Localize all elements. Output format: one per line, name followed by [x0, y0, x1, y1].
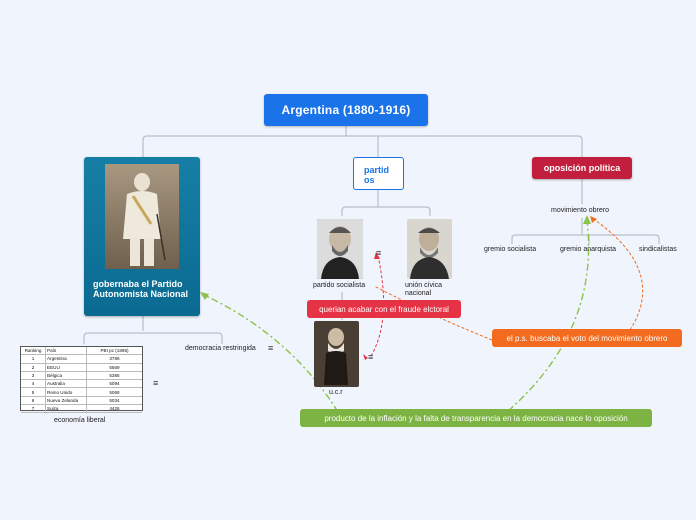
oposicion-label: oposición política: [543, 163, 621, 173]
union-civica-line2: nacional: [405, 290, 432, 297]
green-arrow-to-card: [201, 293, 339, 413]
gremio-anarquista-label[interactable]: gremio anarquista: [560, 246, 617, 253]
orange-arrowhead: [590, 216, 597, 223]
table-row: 4 Australia 5094: [21, 379, 142, 389]
mitre-portrait-image[interactable]: [407, 219, 452, 279]
ps-note-text: el p.s. buscaba el voto del movimiento o…: [506, 333, 668, 343]
partidos-label-line1: partid: [364, 165, 390, 175]
table-cell: 5: [21, 387, 46, 397]
green-arrowhead-card: [200, 292, 209, 300]
root-connector: [142, 126, 583, 157]
movimiento-obrero-label[interactable]: movimiento obrero: [551, 207, 609, 214]
green-arrowhead-movimiento: [583, 215, 591, 224]
economia-liberal-label[interactable]: economía liberal: [54, 417, 106, 424]
root-node[interactable]: Argentina (1880-1916): [264, 94, 428, 126]
orange-arrow-ps-right: [591, 217, 644, 331]
roca-portrait-image: [105, 164, 179, 269]
table-cell: Argentina: [45, 354, 87, 364]
gremio-socialista-label[interactable]: gremio socialista: [484, 246, 537, 253]
juan-b-justo-portrait-image[interactable]: [317, 219, 363, 279]
pbi-table: Ranking País PBI pc (1895) 1 Argentina 3…: [21, 347, 142, 414]
table-cell: 7: [21, 404, 46, 414]
table-cell: 5094: [86, 379, 142, 389]
union-civica-label[interactable]: unión cívica nacional: [405, 282, 442, 298]
oposicion-node[interactable]: oposición política: [532, 157, 632, 179]
table-header-cell: PBI pc (1895): [86, 347, 142, 356]
root-title: Argentina (1880-1916): [281, 103, 411, 117]
oposicion-origin-note[interactable]: producto de la inflación y la falta de t…: [300, 409, 652, 427]
table-row: 3 Bélgica 5385: [21, 371, 142, 381]
table-header-cell: Ranking: [21, 347, 46, 356]
note-icon[interactable]: ≡: [376, 248, 382, 258]
note-icon[interactable]: ≡: [268, 343, 274, 353]
movimiento-connector: [511, 179, 660, 244]
ucr-label[interactable]: u.c.r: [329, 389, 343, 396]
table-cell: Australia: [45, 379, 87, 389]
pan-card-node[interactable]: gobernaba el Partido Autonomista Naciona…: [84, 157, 200, 316]
green-arrow-to-movimiento: [507, 219, 590, 412]
democracia-restringida-label[interactable]: democracia restringida: [185, 345, 256, 352]
alem-portrait-image[interactable]: [314, 321, 359, 387]
note-icon[interactable]: ≡: [368, 352, 374, 362]
table-cell: 5385: [86, 371, 142, 381]
table-row: 2 EEUU 5569: [21, 363, 142, 372]
red-arrowhead-1: [374, 252, 380, 259]
table-cell: 3: [21, 371, 46, 381]
partidos-node[interactable]: partid os: [353, 157, 404, 190]
table-header-row: Ranking País PBI pc (1895): [21, 347, 142, 356]
table-cell: 4: [21, 379, 46, 389]
sindicalistas-label[interactable]: sindicalistas: [639, 246, 677, 253]
red-arrowhead-2: [363, 354, 368, 360]
table-cell: Bélgica: [45, 371, 87, 381]
note-icon[interactable]: ≡: [153, 378, 159, 388]
table-cell: 5034: [86, 396, 142, 406]
table-cell: 5569: [86, 363, 142, 372]
fraude-note-text: querian acabar con el fraude elctoral: [319, 304, 449, 314]
ps-note[interactable]: el p.s. buscaba el voto del movimiento o…: [492, 329, 682, 347]
partido-socialista-label[interactable]: partido socialista: [313, 282, 366, 289]
table-cell: 2: [21, 363, 46, 372]
oposicion-origin-note-text: producto de la inflación y la falta de t…: [324, 413, 628, 423]
union-civica-line1: unión cívica: [405, 282, 442, 289]
partidos-connector: [341, 190, 431, 216]
card-connector: [83, 316, 223, 344]
pan-card-label: gobernaba el Partido Autonomista Naciona…: [93, 279, 189, 299]
table-cell: Suiza: [45, 404, 87, 414]
table-row: 5 Reino Unido 5068: [21, 387, 142, 397]
fraude-note[interactable]: querian acabar con el fraude elctoral: [307, 300, 461, 318]
table-row: 7 Suiza 4426: [21, 404, 142, 414]
table-cell: 5068: [86, 387, 142, 397]
table-cell: Nueva Zelanda: [45, 396, 87, 406]
table-cell: 4426: [86, 404, 142, 414]
pbi-table-image[interactable]: Ranking País PBI pc (1895) 1 Argentina 3…: [20, 346, 143, 414]
table-row: 6 Nueva Zelanda 5034: [21, 396, 142, 406]
table-cell: 3786: [86, 354, 142, 364]
partidos-label-line2: os: [364, 175, 375, 185]
table-cell: Reino Unido: [45, 387, 87, 397]
table-cell: EEUU: [45, 363, 87, 372]
table-cell: 1: [21, 354, 46, 364]
table-header-cell: País: [45, 347, 87, 356]
table-row: 1 Argentina 3786: [21, 354, 142, 364]
table-cell: 6: [21, 396, 46, 406]
